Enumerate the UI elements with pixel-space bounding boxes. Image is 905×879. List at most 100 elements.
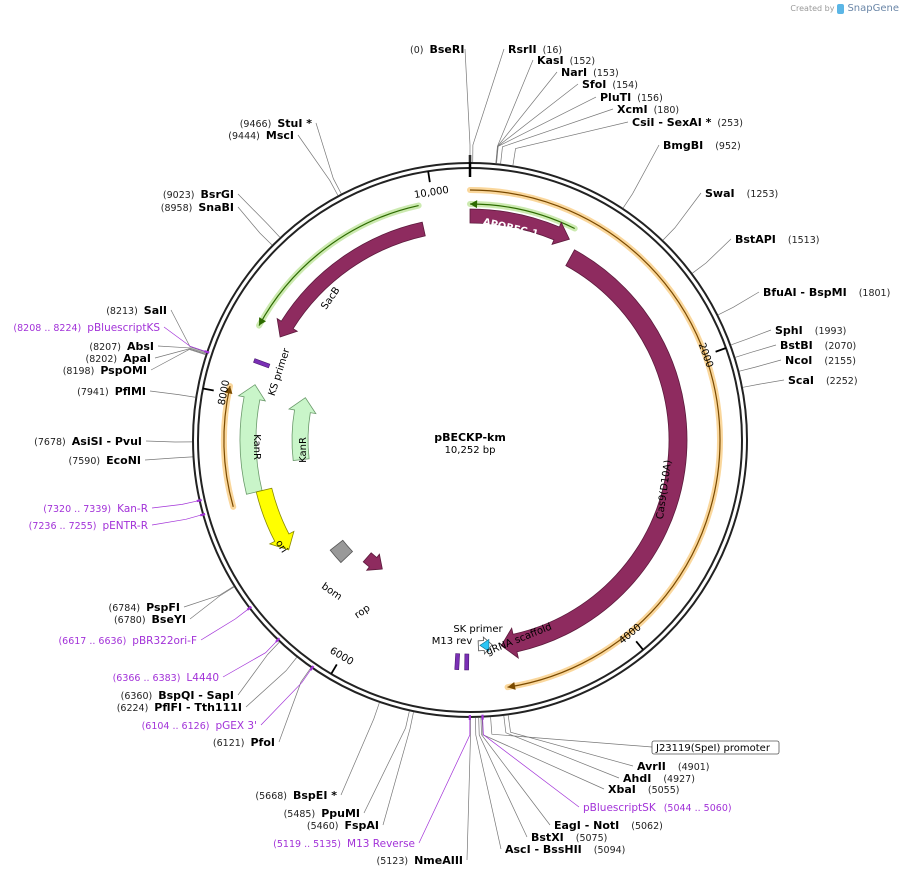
site-label-econi[interactable]: (7590)EcoNI: [69, 454, 141, 467]
site-label-absi[interactable]: (8207)AbsI: [89, 340, 154, 353]
site-leader: [512, 121, 629, 166]
leader-line-layer: [144, 48, 785, 861]
promoter-leader: [490, 717, 653, 748]
mark-ks-primer: [253, 358, 271, 369]
site-leader: [363, 711, 410, 814]
primer-label-kan-r[interactable]: (7320 .. 7339)Kan-R: [43, 503, 148, 515]
site-leader: [662, 192, 702, 241]
feature-apobec: [469, 208, 570, 246]
site-label-msci[interactable]: (9444)MscI: [228, 129, 294, 142]
feature-label-rop: rop: [353, 603, 373, 621]
site-leader: [237, 193, 281, 238]
site-label-pluti[interactable]: PluTI(156): [600, 91, 663, 104]
site-leader: [189, 586, 235, 620]
site-label-ppumi[interactable]: (5485)PpuMI: [284, 807, 360, 820]
site-leader: [480, 717, 551, 826]
site-leader: [149, 390, 196, 398]
site-label-sfoi[interactable]: SfoI(154): [582, 78, 638, 91]
primer-label-pbluescriptks[interactable]: (8208 .. 8224)pBluescriptKS: [13, 322, 160, 334]
site-label-csii-sexai[interactable]: CsiI - SexAI *(253): [632, 116, 743, 129]
site-leader: [500, 108, 614, 164]
site-label-bseyi[interactable]: (6780)BseYI: [114, 613, 186, 626]
mark-label-sk-primer: SK primer: [453, 624, 503, 635]
site-label-asisi-pvui[interactable]: (7678)AsiSI - PvuI: [34, 435, 142, 448]
highlight-layer: [221, 187, 723, 691]
site-label-bspei[interactable]: (5668)BspEI *: [255, 789, 337, 802]
primer-label-m13-reverse[interactable]: (5119 .. 5135)M13 Reverse: [273, 838, 415, 850]
highlight-arrowhead: [259, 317, 267, 326]
site-label-xbai[interactable]: XbaI(5055): [608, 783, 679, 796]
feature-ori: [255, 487, 295, 551]
site-leader: [735, 344, 777, 358]
site-label-bmgbi[interactable]: BmgBI(952): [663, 139, 741, 152]
primer-label-pbluescriptsk[interactable]: pBluescriptSK(5044 .. 5060): [583, 802, 732, 814]
mark-sk-primer: [464, 653, 470, 671]
plasmid-size: 10,252 bp: [445, 445, 496, 456]
site-leader: [742, 379, 785, 388]
site-label-bstapi[interactable]: BstAPI(1513): [735, 233, 819, 246]
site-label-pflfi-tth111i[interactable]: (6224)PflFI - Tth111I: [117, 701, 242, 714]
promoter-box[interactable]: [651, 740, 780, 755]
site-label-avrii[interactable]: AvrII(4901): [637, 760, 710, 773]
site-leader: [183, 586, 234, 608]
site-label-eagi-noti[interactable]: EagI - NotI(5062): [554, 819, 663, 832]
highlight-arrowhead: [470, 200, 478, 209]
site-label-nmeaiii[interactable]: (5123)NmeAIII: [376, 854, 463, 867]
site-leader: [315, 122, 342, 194]
site-label-pspfi[interactable]: (6784)PspFI: [109, 601, 181, 614]
site-label-swai[interactable]: SwaI(1253): [705, 187, 778, 200]
site-label-pflmi[interactable]: (7941)PflMI: [77, 385, 146, 398]
site-label-bstxi[interactable]: BstXI(5075): [531, 831, 607, 844]
site-label-sali[interactable]: (8213)SalI: [106, 304, 167, 317]
highlight-line: [469, 189, 721, 688]
site-label-snabi[interactable]: (8958)SnaBI: [161, 201, 234, 214]
feature-bom: [329, 539, 354, 564]
tick-label-4000: 4000: [617, 622, 644, 647]
site-leader: [157, 345, 207, 354]
promoter-label: J23119(SpeI) promoter: [655, 743, 771, 754]
site-label-sphi[interactable]: SphI(1993): [775, 324, 846, 337]
feature-layer: [237, 208, 688, 659]
site-leader: [495, 83, 579, 164]
site-label-rsrii[interactable]: RsrII(16): [508, 43, 562, 56]
site-label-xcmi[interactable]: XcmI(180): [617, 103, 679, 116]
primer-label-pentr-r[interactable]: (7236 .. 7255)pENTR-R: [29, 520, 148, 532]
site-label-ahdi[interactable]: AhdI(4927): [623, 772, 695, 785]
site-label-stui[interactable]: (9466)StuI *: [240, 117, 313, 130]
mark-label-ks-primer: KS primer: [267, 346, 293, 397]
feature-label-kanr-2: KanR: [298, 437, 309, 463]
site-label-fspai[interactable]: (5460)FspAI: [307, 819, 379, 832]
site-label-nari[interactable]: NarI(153): [561, 66, 619, 79]
site-label-scai[interactable]: ScaI(2252): [788, 374, 858, 387]
primer-label-l4440[interactable]: (6366 .. 6383)L4440: [113, 672, 219, 684]
site-label-bspqi-sapi[interactable]: (6360)BspQI - SapI: [121, 689, 234, 702]
snapgene-credit: Created by SnapGene: [790, 3, 899, 14]
primer-leader: [260, 668, 312, 726]
site-label-bfuai-bspmi[interactable]: BfuAI - BspMI(1801): [763, 286, 890, 299]
site-leader: [237, 641, 280, 696]
highlight-line: [469, 203, 575, 230]
small-mark-layer: [253, 358, 490, 671]
site-leader: [245, 657, 298, 708]
site-label-bseri[interactable]: (0)BseRI: [410, 43, 464, 56]
site-label-asci-bsshii[interactable]: AscI - BssHII(5094): [505, 843, 625, 856]
highlight-arrowhead: [507, 681, 516, 690]
primer-label-pgex-3[interactable]: (6104 .. 6126)pGEX 3': [142, 720, 257, 732]
tick-label-10000: 10,000: [413, 185, 449, 201]
site-label-ncoi[interactable]: NcoI(2155): [785, 354, 856, 367]
site-leader: [739, 359, 782, 372]
site-label-kasi[interactable]: KasI(152): [537, 54, 595, 67]
site-label-bsrgi[interactable]: (9023)BsrGI: [163, 188, 234, 201]
site-label-apai[interactable]: (8202)ApaI: [86, 352, 152, 365]
site-leader: [145, 440, 193, 443]
site-label-pspomi[interactable]: (8198)PspOMI: [63, 364, 147, 377]
feature-kanr1: [237, 384, 267, 495]
tick-label-6000: 6000: [328, 645, 356, 667]
site-leader: [495, 59, 534, 164]
primer-label-pbr322ori-f[interactable]: (6617 .. 6636)pBR322ori-F: [58, 635, 197, 647]
site-leader: [495, 71, 558, 164]
site-label-bstbi[interactable]: BstBI(2070): [780, 339, 856, 352]
primer-leader: [163, 326, 207, 353]
site-label-pfoi[interactable]: (6121)PfoI: [213, 736, 275, 749]
